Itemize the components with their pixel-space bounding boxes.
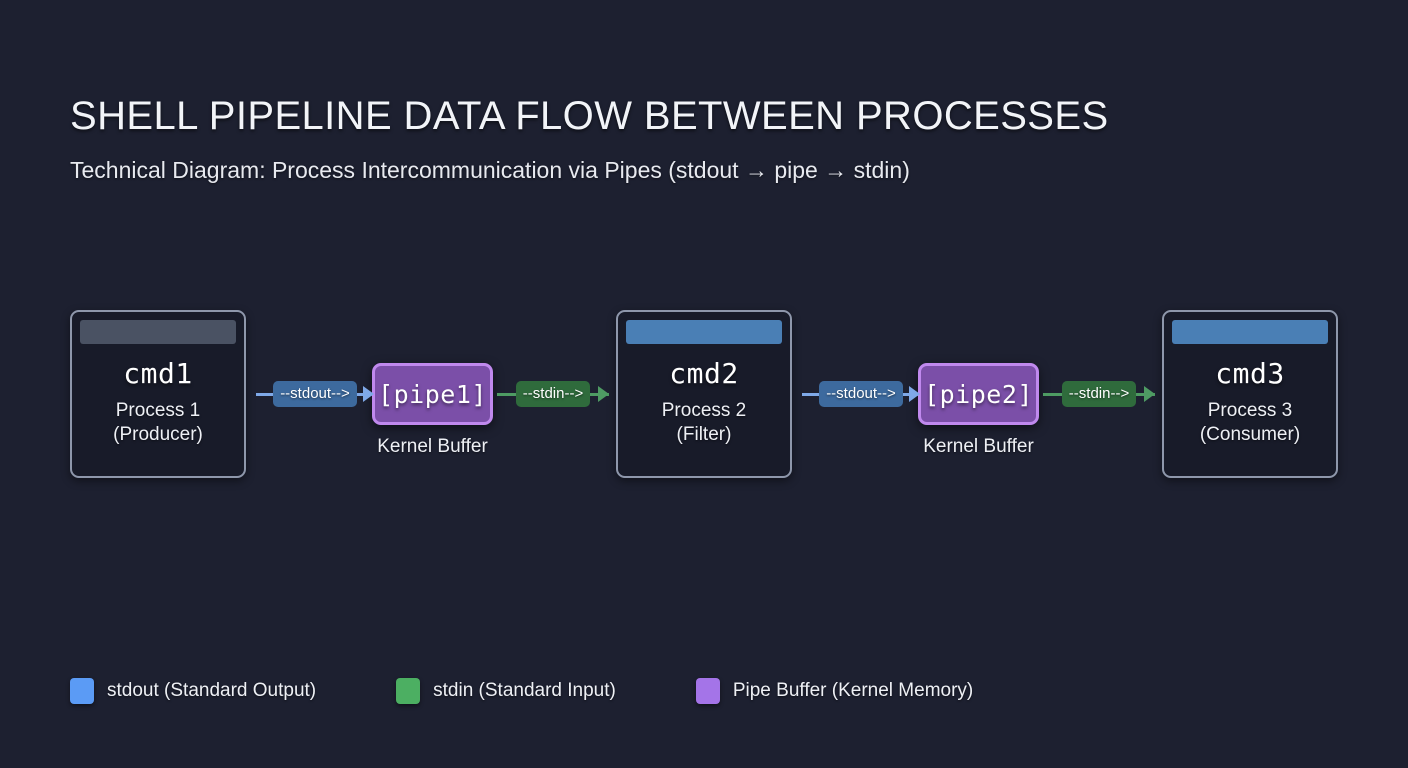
page-title: SHELL PIPELINE DATA FLOW BETWEEN PROCESS… (70, 94, 1109, 138)
process-titlebar-cmd2 (626, 320, 782, 344)
process-role-line1: Process 1 (115, 400, 201, 421)
legend-item-stdout: stdout (Standard Output) (70, 678, 316, 704)
legend-swatch-icon (70, 678, 94, 704)
page-subtitle: Technical Diagram: Process Intercommunic… (70, 157, 910, 183)
legend: stdout (Standard Output) stdin (Standard… (70, 678, 1053, 704)
process-role-line2: (Filter) (676, 424, 732, 446)
legend-item-pipe-buffer: Pipe Buffer (Kernel Memory) (695, 678, 974, 704)
pipe-caption-pipe1: Kernel Buffer (377, 436, 488, 457)
legend-label: stdout (Standard Output) (107, 680, 317, 701)
process-command-cmd3: cmd3 (1215, 357, 1285, 390)
process-box-cmd1[interactable]: cmd1 Process 1 (Producer) (70, 310, 246, 478)
process-role-line1: Process 2 (661, 400, 747, 421)
process-role-cmd1: Process 1 (Producer) (72, 399, 244, 448)
connector-stdin-1: --stdin--> (497, 379, 609, 409)
pipe-label-pipe1: [pipe1] (378, 379, 487, 409)
legend-item-stdin: stdin (Standard Input) (396, 678, 616, 704)
arrowhead-icon (598, 386, 609, 402)
legend-swatch-icon (396, 678, 421, 704)
process-role-cmd3: Process 3 (Consumer) (1164, 399, 1336, 448)
process-box-cmd3[interactable]: cmd3 Process 3 (Consumer) (1162, 310, 1338, 478)
connector-stdout-1: --stdout--> (256, 379, 374, 409)
pipe-box-pipe2[interactable]: [pipe2] (918, 363, 1039, 425)
arrowhead-icon (363, 386, 374, 402)
connector-label-stdout-1: --stdout--> (273, 381, 357, 407)
process-body-cmd3: cmd3 Process 3 (Consumer) (1164, 356, 1336, 448)
process-body-cmd1: cmd1 Process 1 (Producer) (72, 356, 244, 448)
process-role-line2: (Producer) (113, 424, 203, 446)
process-titlebar-cmd1 (80, 320, 236, 344)
process-box-cmd2[interactable]: cmd2 Process 2 (Filter) (616, 310, 792, 478)
process-titlebar-cmd3 (1172, 320, 1328, 344)
legend-label: stdin (Standard Input) (433, 680, 616, 701)
legend-label: Pipe Buffer (Kernel Memory) (732, 680, 974, 701)
connector-stdout-2: --stdout--> (802, 379, 920, 409)
process-role-line2: (Consumer) (1199, 424, 1301, 446)
connector-stdin-2: --stdin--> (1043, 379, 1155, 409)
process-command-cmd1: cmd1 (123, 357, 193, 390)
connector-label-stdin-2: --stdin--> (1061, 381, 1137, 407)
connector-label-stdin-1: --stdin--> (515, 381, 591, 407)
arrowhead-icon (1144, 386, 1155, 402)
pipeline-flow: cmd1 Process 1 (Producer) --stdout--> [p… (70, 310, 1338, 480)
legend-swatch-icon (695, 678, 720, 704)
process-body-cmd2: cmd2 Process 2 (Filter) (618, 356, 790, 448)
arrowhead-icon (909, 386, 920, 402)
pipe-caption-pipe2: Kernel Buffer (923, 436, 1034, 457)
connector-label-stdout-2: --stdout--> (819, 381, 903, 407)
pipe-label-pipe2: [pipe2] (924, 379, 1033, 409)
process-role-cmd2: Process 2 (Filter) (618, 399, 790, 448)
process-role-line1: Process 3 (1207, 400, 1293, 421)
process-command-cmd2: cmd2 (669, 357, 739, 390)
pipe-box-pipe1[interactable]: [pipe1] (372, 363, 493, 425)
